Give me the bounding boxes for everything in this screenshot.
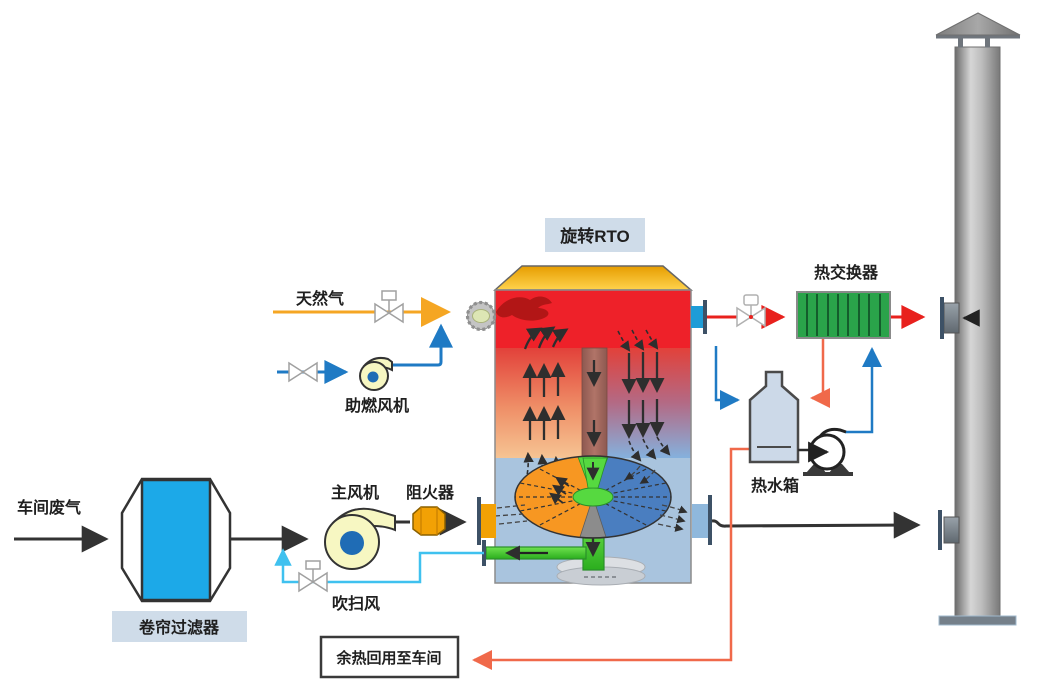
rotary-rto xyxy=(465,265,712,586)
combustion-air-valve xyxy=(288,361,318,383)
stack-upper-flange xyxy=(940,297,944,339)
pump-discharge-line xyxy=(845,347,882,434)
pipelines xyxy=(14,297,926,670)
rto-inlet-flange xyxy=(477,497,481,545)
cold-water-line xyxy=(714,346,740,410)
stack-lower-flange xyxy=(938,510,942,550)
pump-base xyxy=(803,472,853,476)
filter-media xyxy=(140,478,212,602)
main-fan-hub xyxy=(340,531,364,555)
heat-exchanger xyxy=(796,291,891,339)
clean-gas-line xyxy=(711,511,921,539)
rto-roof xyxy=(493,265,694,291)
main-fan xyxy=(324,507,396,570)
stack-base xyxy=(938,615,1017,626)
heat-exchanger-label: 热交换器 xyxy=(814,263,879,282)
hot-water-tank-label: 热水箱 xyxy=(751,476,799,495)
heat-reuse-label: 余热回用至车间 xyxy=(335,649,441,667)
stack-cap-bar xyxy=(936,34,1020,39)
stack-upper-port xyxy=(943,302,960,334)
combustion-fan xyxy=(359,356,393,391)
hot-exhaust-valve xyxy=(736,294,766,328)
heat-reuse-line xyxy=(472,447,751,670)
stack-cap-post xyxy=(958,38,963,48)
hx-plates xyxy=(806,294,881,336)
exhaust-stack xyxy=(935,12,1021,626)
natural-gas-valve xyxy=(374,290,404,324)
combustion-fan-hub xyxy=(367,371,379,383)
rto-up-arrows xyxy=(522,326,569,440)
natural-gas-label: 天然气 xyxy=(296,289,344,308)
purge-air-valve xyxy=(298,560,328,593)
hx-body xyxy=(796,291,891,339)
rto-left-bed xyxy=(495,348,582,458)
stack-cap-icon xyxy=(935,12,1021,36)
rotor-hub xyxy=(572,487,614,507)
burner-icon xyxy=(465,300,497,332)
rto-outlet-flange xyxy=(708,495,712,545)
rto-inlet-port xyxy=(481,504,496,538)
flame-arrester-label: 阻火器 xyxy=(406,484,455,502)
curtain-filter xyxy=(120,477,232,603)
heat-reuse-box xyxy=(319,635,460,679)
flame-icon xyxy=(496,296,552,321)
stack-cap-post xyxy=(985,38,990,48)
stack-lower-port xyxy=(943,516,960,544)
rto-hot-outlet-port xyxy=(691,306,703,328)
rto-right-bed xyxy=(607,348,691,458)
rotor-flow-arrows xyxy=(549,476,570,505)
purge-air-label: 吹扫风 xyxy=(332,594,380,613)
rto-label-box xyxy=(545,218,645,252)
rto-down-arrows xyxy=(621,352,665,439)
combustion-air-line-2 xyxy=(390,323,453,367)
tank-body xyxy=(748,370,800,464)
hot-water-tank xyxy=(748,370,800,464)
workshop-gas-label: 车间废气 xyxy=(17,498,81,517)
combustion-fan-label: 助燃风机 xyxy=(345,396,409,415)
rto-hot-outlet-flange xyxy=(703,300,707,334)
rotor-motion-dashes xyxy=(494,465,688,532)
stack-column xyxy=(954,46,1001,618)
rto-outlet-port xyxy=(692,504,708,538)
hot-water-return-line xyxy=(810,339,830,408)
filter-label-box xyxy=(112,611,247,642)
rotary-distributor xyxy=(494,455,688,586)
circulation-pump xyxy=(798,427,853,476)
main-fan-label: 主风机 xyxy=(331,483,379,502)
rto-down-arrows-dashed xyxy=(617,329,671,462)
rotary-rto-label: 旋转RTO xyxy=(559,226,630,246)
curtain-filter-label: 卷帘过滤器 xyxy=(138,618,220,637)
rotor-rim xyxy=(514,455,672,539)
purge-air-line xyxy=(274,548,484,584)
flame-arrester xyxy=(412,506,446,536)
